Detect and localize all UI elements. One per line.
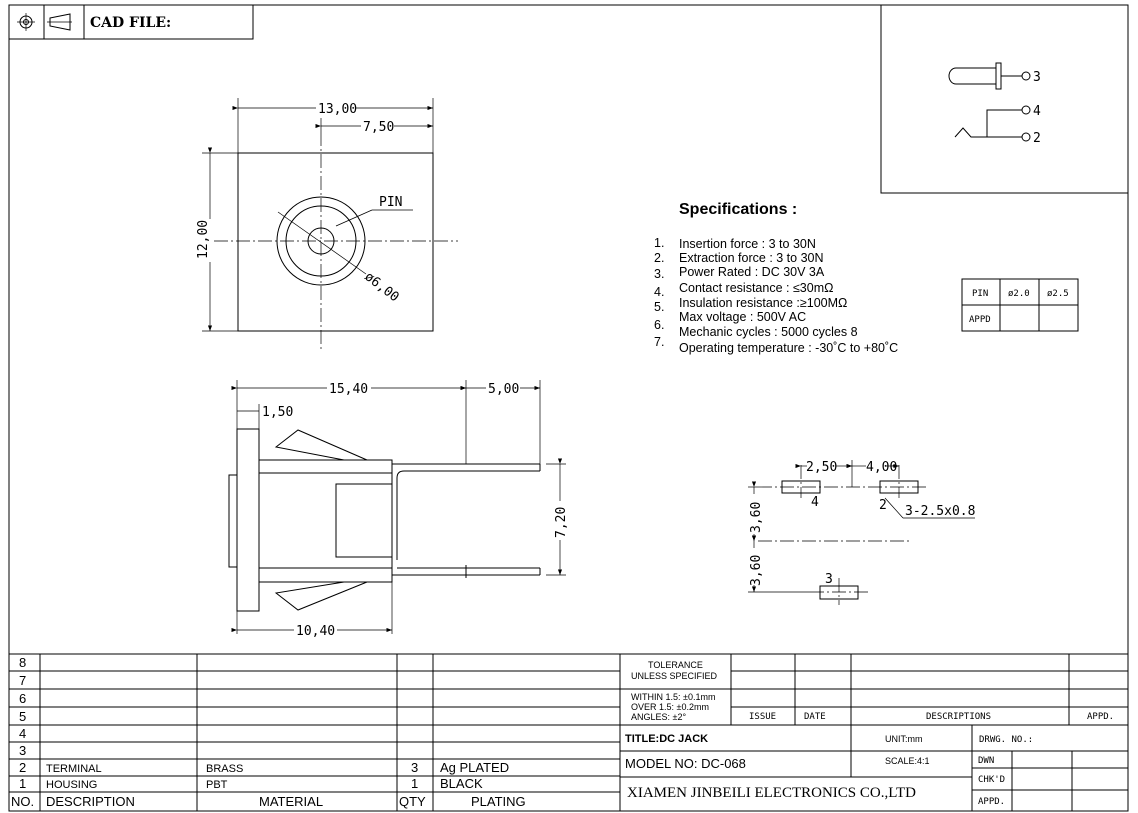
spec-num: 5.: [654, 300, 664, 314]
pin-table-cell: ø2.5: [1047, 289, 1069, 299]
bom-qty: 3: [411, 760, 418, 775]
top-height-dim: 12,00: [196, 220, 211, 259]
spec-item: Operating temperature : -30˚C to +80˚C: [679, 341, 898, 355]
bom-header-qty: QTY: [399, 794, 426, 809]
spec-num: 7.: [654, 335, 664, 349]
spec-item: Extraction force : 3 to 30N: [679, 251, 824, 265]
specifications-title: Specifications :: [679, 201, 797, 218]
pin-label: PIN: [379, 195, 402, 210]
bom-plating: Ag PLATED: [440, 760, 509, 775]
bom-plating: BLACK: [440, 776, 483, 791]
top-diameter-dim: ø6,00: [362, 269, 402, 305]
bom-table: [9, 653, 1128, 811]
bom-header-no: NO.: [11, 794, 34, 809]
pad2-label: 2: [879, 498, 887, 513]
pad4-label: 4: [811, 495, 819, 510]
pin-table-cell: APPD: [969, 315, 991, 325]
tolerance-sub-label: UNLESS SPECIFIED: [631, 671, 718, 681]
issue-header: ISSUE: [749, 712, 776, 722]
unit-label: UNIT:mm: [885, 734, 923, 744]
spec-num: 6.: [654, 318, 664, 332]
bom-description: TERMINAL: [46, 763, 102, 775]
bom-header-description: DESCRIPTION: [46, 794, 135, 809]
bom-material: PBT: [206, 779, 228, 791]
company-name: XIAMEN JINBEILI ELECTRONICS CO.,LTD: [627, 785, 916, 801]
schematic-pin4-label: 4: [1033, 104, 1041, 119]
top-width-dim: 13,00: [318, 102, 357, 117]
header-box: CAD FILE:: [8, 4, 254, 40]
bom-header-material: MATERIAL: [259, 794, 323, 809]
bom-row-number: 1: [19, 776, 26, 791]
title-block: [620, 654, 1128, 811]
slot-note: 3-2.5x0.8: [905, 504, 975, 519]
pin-table-cell: PIN: [972, 289, 988, 299]
spec-num: 3.: [654, 267, 664, 281]
tolerance-angles: ANGLES: ±2°: [631, 712, 686, 722]
spec-num: 1.: [654, 236, 664, 250]
bom-qty: 1: [411, 776, 418, 791]
sheet-border: [8, 4, 1129, 812]
plug-symbol-icon: [948, 62, 1031, 90]
date-header: DATE: [804, 712, 826, 722]
side-flange-dim: 1,50: [262, 405, 293, 420]
footprint-dim-b: 4,00: [866, 460, 897, 475]
appd-label: APPD.: [978, 797, 1005, 807]
bom-row-number: 8: [19, 655, 26, 670]
spec-item: Max voltage : 500V AC: [679, 310, 806, 324]
spec-item: Mechanic cycles : 5000 cycles 8: [679, 325, 858, 339]
spec-item: Power Rated : DC 30V 3A: [679, 265, 825, 279]
cad-file-label: CAD FILE:: [90, 15, 171, 31]
drwg-no-label: DRWG. NO.:: [979, 735, 1033, 745]
top-view: [202, 98, 458, 352]
bom-row-number: 6: [19, 691, 26, 706]
bom-row-number: 5: [19, 709, 26, 724]
spec-num: 2.: [654, 251, 664, 265]
specifications-list: 1. 2. 3. 4. 5. 6. 7. Insertion force : 3…: [654, 236, 898, 355]
descriptions-header: DESCRIPTIONS: [926, 712, 991, 722]
spec-num: 4.: [654, 285, 664, 299]
bom-header-plating: PLATING: [471, 794, 526, 809]
pad3-label: 3: [825, 572, 833, 587]
schematic-box: 3 4 2: [880, 4, 1129, 194]
switch-symbol-icon: [954, 105, 1031, 142]
drawing-title: TITLE:DC JACK: [625, 733, 708, 745]
footprint-dim-a: 2,50: [806, 460, 837, 475]
pin-table-cell: ø2.0: [1008, 289, 1030, 299]
spec-item: Contact resistance : ≤30mΩ: [679, 281, 833, 295]
chkd-label: CHK'D: [978, 775, 1005, 785]
model-number: MODEL NO: DC-068: [625, 756, 746, 771]
side-view: [228, 380, 566, 634]
bom-row-number: 3: [19, 743, 26, 758]
tolerance-over: OVER 1.5: ±0.2mm: [631, 702, 709, 712]
tolerance-within: WITHIN 1.5: ±0.1mm: [631, 692, 715, 702]
bom-row-number: 2: [19, 760, 26, 775]
tolerance-label: TOLERANCE: [648, 660, 703, 670]
projection-cone-icon: [47, 13, 72, 31]
bom-material: BRASS: [206, 763, 243, 775]
appd-header: APPD.: [1087, 712, 1114, 722]
side-body-dim: 10,40: [296, 624, 335, 639]
dwn-label: DWN: [978, 756, 994, 766]
scale-label: SCALE:4:1: [885, 756, 930, 766]
schematic-pin2-label: 2: [1033, 131, 1041, 146]
top-center-dim: 7,50: [363, 120, 394, 135]
bom-row-number: 4: [19, 726, 26, 741]
spec-item: Insulation resistance :≥100MΩ: [679, 296, 847, 310]
footprint-dim-c: 3,60: [749, 502, 764, 533]
bom-row-number: 7: [19, 673, 26, 688]
footprint-dim-d: 3,60: [749, 555, 764, 586]
side-pin-dim: 5,00: [488, 382, 519, 397]
spec-item: Insertion force : 3 to 30N: [679, 237, 816, 251]
bom-description: HOUSING: [46, 779, 97, 791]
projection-circle-icon: [17, 13, 35, 31]
pcb-footprint: [748, 460, 975, 605]
side-pitch-dim: 7,20: [554, 507, 569, 538]
pin-table: [961, 278, 1079, 332]
schematic-pin3-label: 3: [1033, 70, 1041, 85]
side-length-dim: 15,40: [329, 382, 368, 397]
